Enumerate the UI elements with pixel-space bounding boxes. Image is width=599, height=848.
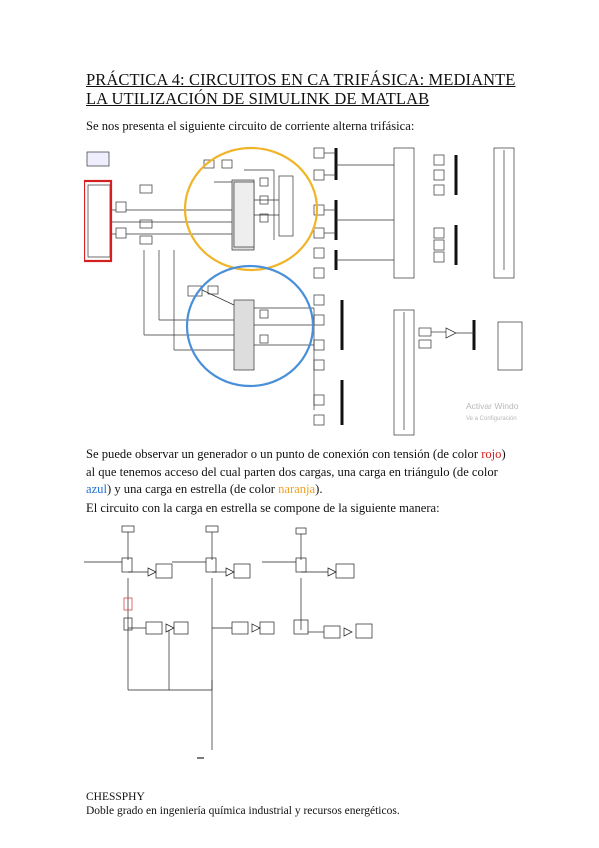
simulink-circuit-figure: Activar Windo Ve a Configuración [84, 146, 523, 436]
watermark-line1: Activar Windo [466, 401, 519, 411]
footer-author: CHESSPHY [86, 791, 145, 803]
description-paragraph: Se puede observar un generador o un punt… [86, 446, 516, 499]
page-title: PRÁCTICA 4: CIRCUITOS EN CA TRIFÁSICA: M… [86, 70, 516, 108]
color-word-rojo: rojo [481, 447, 502, 461]
description-text-1: Se puede observar un generador o un punt… [86, 447, 482, 461]
watermark-line2: Ve a Configuración [466, 416, 517, 422]
description-text-4: ). [315, 482, 323, 496]
star-load-subsystem-figure [84, 525, 373, 759]
description-text-3: ) y una carga en estrella (de color [106, 482, 279, 496]
intro-paragraph: Se nos presenta el siguiente circuito de… [86, 119, 415, 133]
color-word-azul: azul [86, 482, 107, 496]
footer-degree: Doble grado en ingeniería química indust… [86, 805, 400, 817]
color-word-naranja: naranja [278, 482, 316, 496]
star-intro-paragraph: El circuito con la carga en estrella se … [86, 501, 440, 515]
description-text-2: ) al que tenemos acceso del cual parten … [86, 447, 506, 479]
